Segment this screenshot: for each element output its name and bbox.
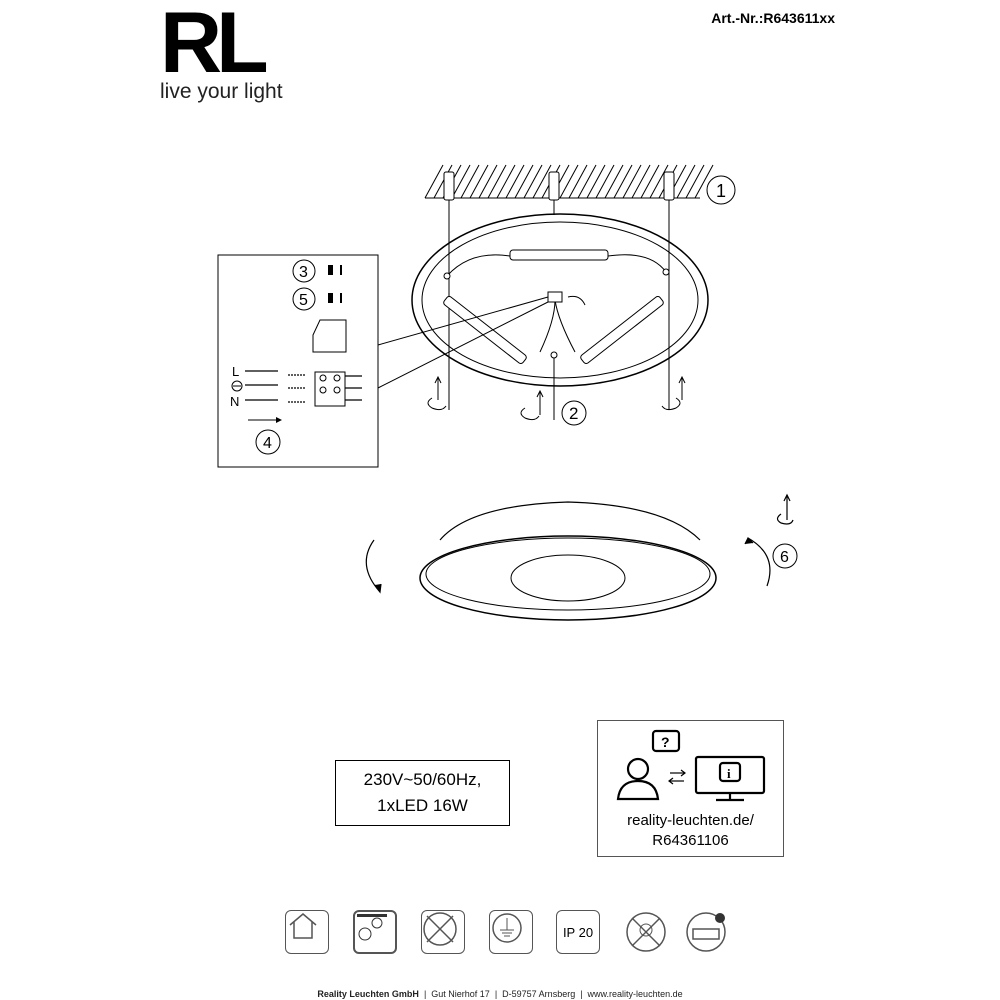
footer-company: Reality Leuchten GmbH bbox=[317, 989, 419, 999]
no-bulb-replacement-icon bbox=[624, 910, 668, 954]
footer-address: Gut Nierhof 17 bbox=[431, 989, 490, 999]
step-3-marker bbox=[292, 259, 316, 283]
earth-icon bbox=[231, 380, 243, 392]
small-screw-icons bbox=[328, 265, 342, 303]
step-1-marker bbox=[706, 175, 736, 205]
step-3-number: 3 bbox=[299, 264, 308, 281]
question-bubble-icon bbox=[651, 729, 681, 753]
terminal-block bbox=[314, 371, 346, 407]
no-dimmer-icon bbox=[421, 910, 465, 954]
driver-replacement-icon bbox=[684, 910, 728, 954]
footer: Reality Leuchten GmbH | Gut Nierhof 17 |… bbox=[317, 989, 683, 999]
neutral-wire-label: N bbox=[230, 394, 239, 409]
footer-city: D-59757 Arnsberg bbox=[502, 989, 576, 999]
ip-rating-icon: IP 20 bbox=[556, 910, 600, 954]
step-4-marker bbox=[255, 429, 281, 455]
info-icon bbox=[718, 761, 742, 783]
rotation-arrows bbox=[365, 493, 794, 594]
step-2-number: 2 bbox=[569, 404, 578, 423]
mounting-plate-outer bbox=[411, 213, 709, 387]
brand-logo: RL bbox=[160, 0, 269, 91]
supply-wires bbox=[245, 370, 362, 403]
step-6-marker bbox=[772, 543, 798, 569]
wall-plugs bbox=[443, 171, 675, 201]
terminal-cover bbox=[312, 319, 347, 353]
spec-box: 230V~50/60Hz, 1xLED 16W bbox=[335, 760, 510, 826]
support-url-line1: reality-leuchten.de/ bbox=[627, 812, 754, 829]
svg-text:i: i bbox=[727, 766, 731, 781]
person-icon bbox=[626, 757, 650, 781]
led-strips bbox=[443, 249, 664, 365]
ceiling-hatch bbox=[424, 164, 714, 199]
internal-wires bbox=[443, 254, 670, 359]
spec-led: 1xLED 16W bbox=[377, 796, 468, 815]
footer-website[interactable]: www.reality-leuchten.de bbox=[587, 989, 683, 999]
support-illustration: ? i bbox=[616, 729, 766, 802]
step-2-marker bbox=[561, 400, 587, 426]
ceiling-mount-icon bbox=[353, 910, 397, 954]
step-4-number: 4 bbox=[263, 435, 272, 452]
spec-voltage: 230V~50/60Hz, bbox=[363, 770, 482, 789]
wiring-detail-box bbox=[217, 254, 379, 468]
indoor-use-icon bbox=[285, 910, 329, 954]
support-url-line2: R64361106 bbox=[652, 832, 729, 849]
support-box: ? i reality-leuchten.de/ R64361106 bbox=[597, 720, 784, 857]
live-wire-label: L bbox=[232, 364, 239, 379]
step-6-number: 6 bbox=[780, 549, 789, 566]
brand-tagline: live your light bbox=[160, 80, 283, 103]
screw-rotation-icons bbox=[427, 375, 686, 421]
svg-text:?: ? bbox=[661, 734, 670, 750]
protection-class-icon bbox=[489, 910, 533, 954]
step-5-marker bbox=[292, 287, 316, 311]
mounting-plate-inner bbox=[421, 221, 699, 379]
step-1-number: 1 bbox=[716, 181, 726, 201]
lamp-body bbox=[419, 501, 717, 621]
step-5-number: 5 bbox=[299, 292, 308, 309]
screw-guides bbox=[448, 200, 670, 420]
detail-leaders bbox=[377, 296, 549, 389]
article-number: Art.-Nr.:R643611xx bbox=[711, 10, 835, 26]
